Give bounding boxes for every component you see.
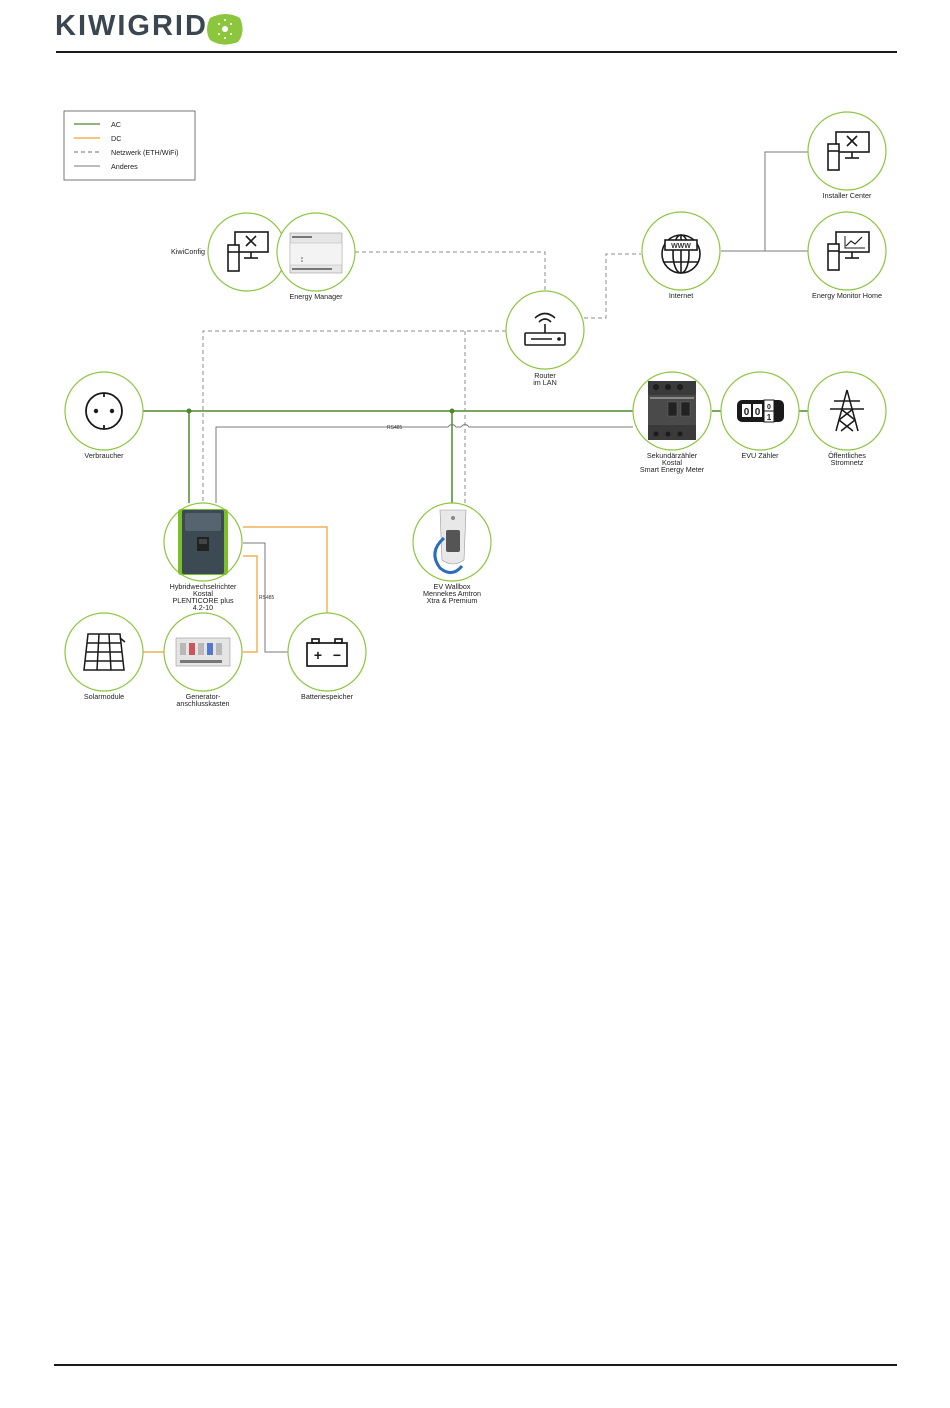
wallbox-label-line1: EV Wallbox	[434, 582, 471, 591]
solar-panel-icon	[83, 633, 126, 671]
battery-icon	[306, 638, 348, 667]
network-em-router	[355, 251, 546, 291]
node-energy-monitor-home: Energy Monitor Home	[807, 211, 887, 300]
node-sekundaerzaehler: Sekundärzähler Kostal Smart Energy Meter	[632, 371, 712, 474]
dc-inverter-generator	[243, 555, 258, 653]
energy-manager-label: Energy Manager	[289, 292, 343, 301]
node-router: Router im LAN	[505, 290, 585, 387]
node-energy-manager: Energy Manager	[276, 212, 356, 301]
brand-logo-text: KIWIGRID	[55, 10, 208, 42]
generatoranschluss-label-line1: Generator-	[186, 692, 221, 701]
node-evu-zaehler: 0 0 0 1 EVU Zähler	[720, 371, 800, 460]
stromnetz-label-line1: Öffentliches	[828, 451, 866, 460]
node-kiwiconfig: KiwiConfig	[171, 212, 287, 292]
evu-zaehler-label: EVU Zähler	[741, 451, 779, 460]
wechselrichter-label-line3: PLENTICORE plus	[172, 596, 234, 605]
power-socket-icon	[85, 392, 123, 430]
stromnetz-label-line2: Stromnetz	[831, 458, 864, 467]
kiwiconfig-label: KiwiConfig	[171, 247, 205, 256]
legend-label-ac: AC	[111, 120, 121, 129]
generatoranschluss-label-line2: anschlusskasten	[176, 699, 229, 708]
evu-digit-3: 0	[767, 404, 771, 411]
inverter-image	[178, 509, 228, 575]
kiwi-logo-icon	[207, 14, 243, 45]
wechselrichter-label-line2: Kostal	[193, 589, 213, 598]
din-rail-device-image	[289, 232, 343, 274]
node-internet: WWW Internet	[641, 211, 721, 300]
www-globe-icon	[661, 234, 701, 274]
node-installer-center: Installer Center	[807, 111, 887, 200]
wechselrichter-label-line4: 4.2-10	[193, 603, 213, 612]
sekundaerzaehler-label-line1: Sekundärzähler	[647, 451, 698, 460]
rs485-bus-label: RS485	[387, 425, 403, 431]
internet-portals-line	[721, 151, 808, 252]
computer-chart-icon	[827, 231, 870, 271]
evu-digit-2: 0	[755, 407, 761, 418]
node-generatoranschluss: Generator- anschlusskasten	[163, 612, 243, 708]
evu-digit-1: 0	[744, 407, 750, 418]
smart-meter-image	[648, 381, 696, 440]
rs485-bus-line	[215, 424, 633, 503]
node-batteriespeicher: + − Batteriespeicher	[287, 612, 367, 701]
computer-tools-icon	[227, 231, 269, 272]
node-verbraucher: Verbraucher	[64, 371, 144, 460]
connections: RS485 RS485	[143, 151, 808, 653]
sekundaerzaehler-label-line2: Kostal	[662, 458, 682, 467]
battery-plus-sign: +	[314, 647, 322, 663]
legend-label-other: Anderes	[111, 162, 138, 171]
rs485-battery-line	[243, 542, 288, 653]
node-wallbox: EV Wallbox Mennekes Amtron Xtra & Premiu…	[412, 502, 492, 605]
wallbox-label-line2: Mennekes Amtron	[423, 589, 481, 598]
legend: AC DC Netzwerk (ETH/WiFi) Anderes	[63, 110, 196, 181]
junction-box-image	[175, 637, 231, 667]
network-router-internet	[584, 253, 641, 319]
wallbox-label-line3: Xtra & Premium	[427, 596, 478, 605]
pylon-icon	[830, 389, 864, 432]
node-solarmodule: Solarmodule	[64, 612, 144, 701]
sekundaerzaehler-label-line3: Smart Energy Meter	[640, 465, 705, 474]
verbraucher-label: Verbraucher	[84, 451, 124, 460]
ac-junction-dot	[186, 408, 192, 414]
rs485-battery-label: RS485	[259, 595, 275, 601]
router-icon	[524, 312, 566, 346]
www-label: WWW	[671, 243, 691, 250]
legend-label-network: Netzwerk (ETH/WiFi)	[111, 148, 178, 157]
legend-label-dc: DC	[111, 134, 121, 143]
network-router-inverter	[202, 330, 506, 503]
ac-junction-dot	[449, 408, 455, 414]
header-divider	[56, 51, 897, 53]
node-wechselrichter: Hybridwechselrichter Kostal PLENTICORE p…	[163, 502, 243, 612]
installer-center-label: Installer Center	[823, 191, 872, 200]
solarmodule-label: Solarmodule	[84, 692, 124, 701]
meter-counter-icon	[737, 399, 784, 423]
batteriespeicher-label: Batteriespeicher	[301, 692, 354, 701]
evu-digit-4: 1	[767, 413, 772, 422]
dc-inverter-battery	[243, 526, 328, 613]
computer-tools-icon	[827, 131, 870, 171]
battery-minus-sign: −	[333, 647, 341, 663]
footer-divider	[54, 1364, 897, 1366]
energy-monitor-home-label: Energy Monitor Home	[812, 291, 882, 300]
node-stromnetz: Öffentliches Stromnetz	[807, 371, 887, 467]
internet-label: Internet	[669, 291, 693, 300]
router-label-line2: im LAN	[533, 378, 557, 387]
wallbox-image	[433, 509, 467, 574]
wechselrichter-label-line1: Hybridwechselrichter	[170, 582, 237, 591]
router-label-line1: Router	[534, 371, 556, 380]
